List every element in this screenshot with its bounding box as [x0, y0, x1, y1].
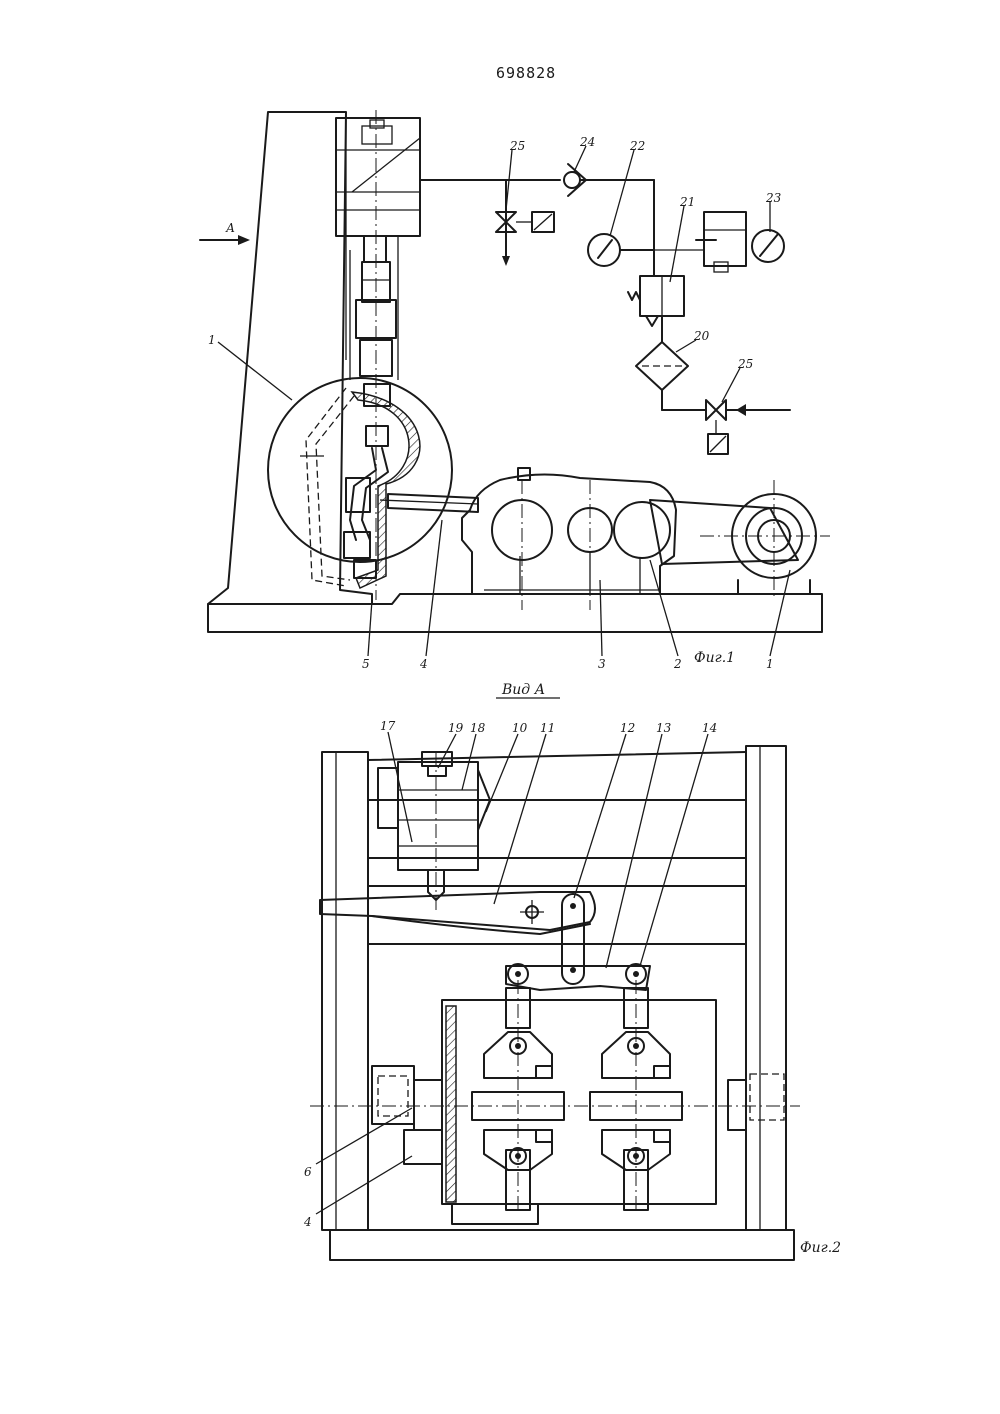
fig1-label-5: 5: [362, 657, 370, 671]
fig1-label-25-lower: 25: [737, 357, 753, 371]
view-arrow-A-label: А: [225, 221, 235, 235]
cylinder-nut-19: [428, 766, 446, 776]
fig1-label-21: 21: [679, 195, 695, 209]
fig2-caption: Фиг.2: [800, 1240, 841, 1256]
fig2-label-18: 18: [470, 721, 486, 735]
fig1-label-22: 22: [629, 139, 645, 153]
fig2-label-19: 19: [448, 721, 464, 735]
solenoid-valve-25-lower: [706, 400, 726, 420]
fig1-label-1-motor: 1: [766, 657, 774, 671]
view-A-title: Вид А: [501, 682, 545, 698]
fig2-label-12: 12: [620, 721, 635, 735]
fig1-label-23: 23: [765, 191, 782, 205]
fig1-label-1-column: 1: [208, 333, 216, 347]
lever-11: [320, 892, 595, 930]
die-stack-right: [590, 980, 682, 1214]
fig1-label-4: 4: [419, 657, 428, 671]
fig2-label-11: 11: [540, 721, 555, 735]
cylinder-17: [398, 762, 478, 870]
fig1-label-20: 20: [693, 329, 710, 343]
fig1-label-24: 24: [579, 135, 595, 149]
fig1-caption: Фиг.1: [694, 650, 735, 666]
belt-link: [650, 500, 798, 564]
fig2-label-13: 13: [656, 721, 672, 735]
piston-rod: [364, 236, 386, 262]
fig2-label-4: 4: [303, 1215, 312, 1229]
figure-1: А 1 5 4 3 2 1 25 24 22 21 23 20 25: [200, 110, 830, 671]
hydraulic-circuit: [420, 164, 790, 454]
detail-circle: [268, 378, 452, 562]
fig2-label-6: 6: [304, 1165, 312, 1179]
right-post: [746, 746, 786, 1230]
left-post: [322, 752, 368, 1230]
die-stack-left: [472, 980, 564, 1214]
die-housing: [442, 1000, 716, 1204]
fig2-label-10: 10: [512, 721, 528, 735]
fig2-label-17: 17: [380, 719, 396, 733]
machine-base: [208, 594, 822, 632]
frame-base: [330, 1230, 794, 1260]
fig1-label-2: 2: [673, 657, 682, 671]
document-number: 698828: [496, 64, 556, 82]
hydraulic-cylinder: [336, 118, 420, 236]
fig1-label-3: 3: [598, 657, 606, 671]
fig1-label-25-upper: 25: [509, 139, 525, 153]
fig2-label-14: 14: [702, 721, 717, 735]
check-valve-24: [564, 172, 580, 188]
figure-2: Вид А: [303, 682, 841, 1260]
